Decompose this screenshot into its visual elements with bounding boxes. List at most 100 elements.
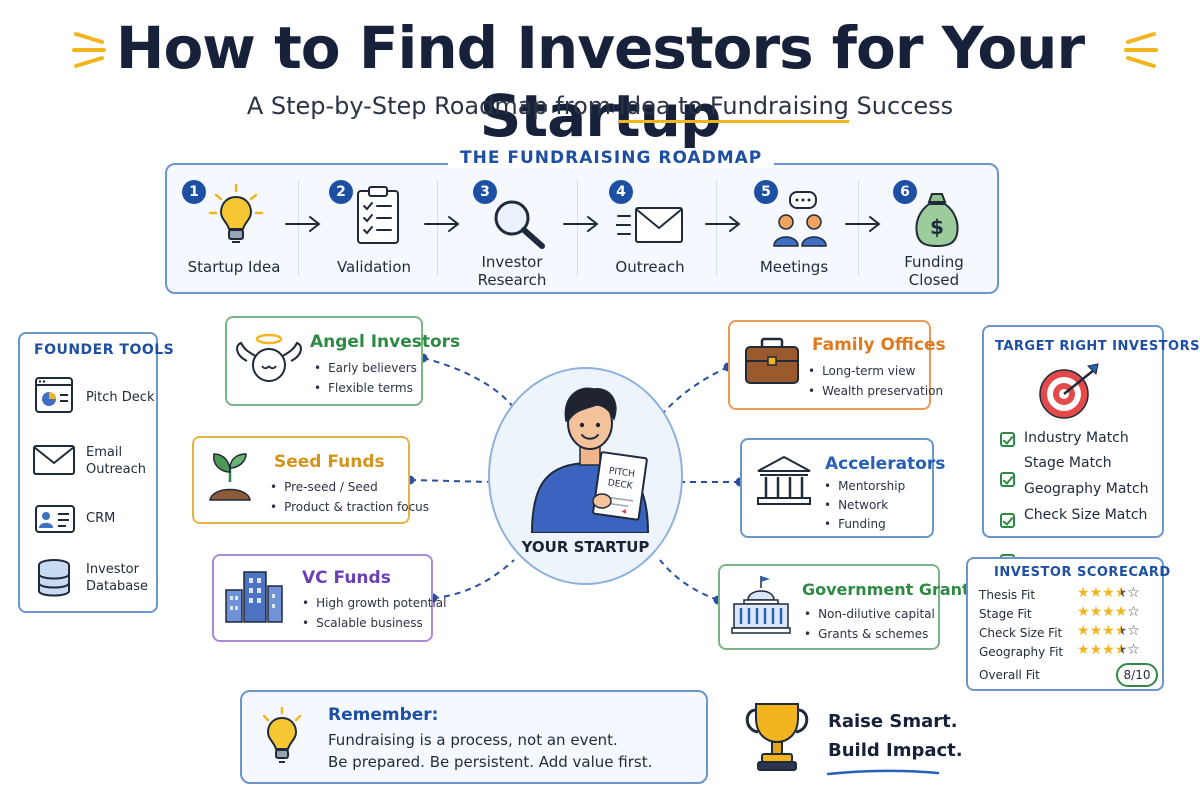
star-icon: ★	[1089, 585, 1103, 601]
step-5-label: Meetings	[759, 258, 829, 276]
magnifier-icon	[494, 200, 545, 249]
sprout-icon	[209, 453, 251, 501]
seed-funds-title: Seed Funds	[274, 452, 385, 472]
briefcase-icon	[745, 337, 799, 384]
envelope-icon	[616, 207, 683, 243]
family-offices-bullets: Long-term view Wealth preservation	[808, 361, 943, 401]
database-icon[interactable]	[36, 558, 72, 598]
geography-match-label: Geography Match	[1024, 481, 1149, 497]
page-subtitle: A Step-by-Step Roadmap from Idea to Fund…	[0, 92, 1200, 123]
remember-title: Remember:	[328, 705, 439, 725]
star-icon: ★	[1089, 642, 1103, 658]
investor-scorecard-panel	[966, 557, 1164, 691]
star-icon: ★	[1114, 585, 1128, 601]
vc-funds-title: VC Funds	[302, 568, 391, 588]
step-6-number: 6	[893, 180, 917, 204]
svg-text:$: $	[930, 215, 944, 239]
accelerators-bullets: Mentorship Network Funding	[824, 477, 905, 534]
step-2-number: 2	[329, 180, 353, 204]
star-icon: ☆	[1127, 623, 1140, 639]
star-icon: ★	[1102, 585, 1115, 601]
deck-text-1: PITCH	[608, 466, 635, 480]
crm-card-icon[interactable]	[34, 504, 76, 534]
subtitle-highlight: Idea to Fundraising	[618, 92, 849, 123]
motto-line-1: Raise Smart.	[828, 711, 958, 732]
step-6-label: Funding Closed	[904, 253, 964, 289]
founder-with-pitch-deck-illustration: PITCH DECK	[530, 387, 650, 533]
overall-fit-label: Overall Fit	[979, 668, 1040, 682]
step-2-label: Validation	[336, 258, 412, 276]
roadmap-divider	[858, 180, 859, 276]
target-investors-title: TARGET RIGHT INVESTORS	[995, 339, 1200, 354]
step-4-label: Outreach	[615, 258, 685, 276]
tool-label-investor-database: Investor Database	[86, 562, 149, 594]
lightbulb-icon	[208, 183, 264, 243]
arrow-right-icon	[424, 216, 460, 232]
accelerators-title: Accelerators	[825, 454, 946, 474]
tool-label-crm: CRM	[86, 511, 116, 526]
star-icon: ★	[1077, 623, 1090, 639]
star-icon: ★	[1077, 642, 1090, 658]
your-startup-label: YOUR STARTUP	[521, 538, 650, 556]
geography-match-checkbox[interactable]	[1000, 513, 1015, 528]
buildings-icon	[225, 571, 283, 623]
stage-match-label: Stage Match	[1024, 455, 1112, 471]
check-size-match-label: Check Size Match	[1024, 507, 1148, 523]
pitch-deck-icon[interactable]	[34, 375, 74, 415]
institution-icon	[757, 455, 811, 505]
stage-match-checkbox[interactable]	[1000, 472, 1015, 487]
star-icon: ☆	[1127, 642, 1140, 658]
star-icon: ☆	[1127, 585, 1140, 601]
arrow-right-icon	[285, 216, 321, 232]
roadmap-panel	[165, 163, 999, 294]
money-bag-icon: $	[915, 193, 959, 248]
motto-line-2: Build Impact.	[828, 740, 963, 761]
scorecard-row-label: Thesis Fit	[979, 588, 1036, 602]
capitol-icon	[731, 576, 791, 634]
remember-line-1: Fundraising is a process, not an event.	[328, 731, 618, 749]
people-chat-icon	[773, 191, 827, 247]
government-grants-bullets: Non-dilutive capital Grants & schemes	[804, 604, 935, 644]
star-icon: ★	[1089, 604, 1103, 620]
tool-label-pitch-deck: Pitch Deck	[86, 390, 155, 405]
star-icon: ☆	[1127, 604, 1140, 620]
scorecard-row-label: Geography Fit	[979, 645, 1064, 659]
arrow-right-icon	[705, 216, 741, 232]
scorecard-row-label: Check Size Fit	[979, 626, 1063, 640]
seed-funds-bullets: Pre-seed / Seed Product & traction focus	[270, 477, 429, 517]
star-rating: ★★★★☆	[1077, 585, 1140, 601]
star-icon: ★	[1114, 623, 1128, 639]
government-grants-title: Government Grants	[802, 580, 980, 599]
remember-panel	[240, 690, 708, 784]
step-4-number: 4	[609, 180, 633, 204]
title-sparkles-left	[72, 32, 106, 68]
star-icon: ★	[1089, 623, 1103, 639]
arrow-right-icon	[845, 216, 881, 232]
roadmap-divider	[437, 180, 438, 276]
star-rating: ★★★★☆	[1077, 642, 1140, 658]
step-5-number: 5	[754, 180, 778, 204]
roadmap-divider	[577, 180, 578, 276]
step-1-label: Startup Idea	[187, 258, 281, 276]
roadmap-divider	[716, 180, 717, 276]
email-icon[interactable]	[32, 444, 76, 476]
scorecard-row-label: Stage Fit	[979, 607, 1032, 621]
deck-text-2: DECK	[607, 478, 634, 492]
roadmap-divider	[298, 180, 299, 276]
star-icon: ★	[1114, 604, 1128, 620]
clipboard-checklist-icon	[357, 186, 399, 244]
industry-match-label: Industry Match	[1024, 430, 1129, 446]
star-icon: ★	[1114, 642, 1128, 658]
overall-fit-badge: 8/10	[1116, 663, 1158, 687]
founder-tools-title: FOUNDER TOOLS	[34, 342, 175, 358]
step-3-label: Investor Research	[477, 253, 547, 289]
vc-funds-bullets: High growth potential Scalable business	[302, 593, 446, 633]
lightbulb-icon	[262, 706, 302, 763]
star-icon: ★	[1102, 604, 1115, 620]
angel-investors-bullets: Early believers Flexible terms	[314, 358, 417, 398]
step-3-number: 3	[473, 180, 497, 204]
industry-match-checkbox[interactable]	[1000, 432, 1015, 447]
star-icon: ★	[1102, 623, 1115, 639]
roadmap-title: THE FUNDRAISING ROADMAP	[448, 148, 775, 168]
star-rating: ★★★★☆	[1077, 623, 1140, 639]
